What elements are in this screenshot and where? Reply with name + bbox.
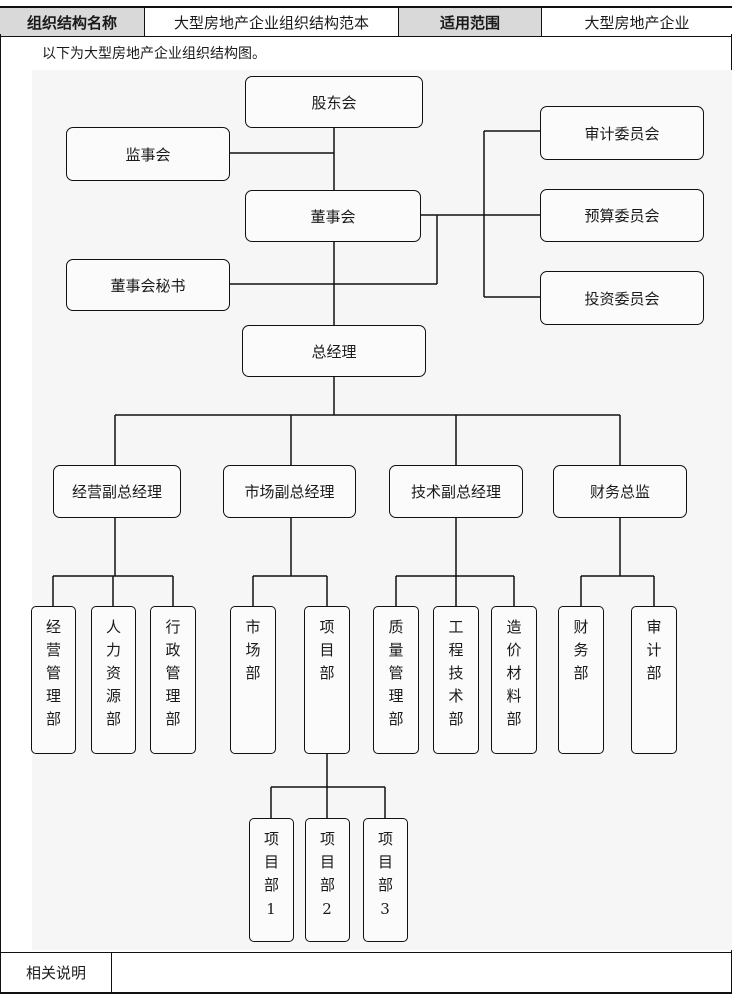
- node-audit-committee: 审计委员会: [540, 106, 704, 160]
- scope-label: 适用范围: [398, 8, 541, 36]
- node-dept-finance: 财务部: [558, 606, 604, 754]
- dept-quality-label: 质量管理部: [386, 619, 405, 734]
- node-vp-technology: 技术副总经理: [389, 465, 523, 518]
- node-dept-engineering: 工程技术部: [433, 606, 479, 754]
- node-board-secretary: 董事会秘书: [66, 259, 230, 311]
- project-2-label: 项目部2: [318, 831, 336, 926]
- node-board: 董事会: [245, 190, 421, 242]
- node-shareholders: 股东会: [245, 76, 423, 128]
- intro-text: 以下为大型房地产企业组织结构图。: [42, 46, 266, 62]
- scope-value: 大型房地产企业: [541, 8, 732, 36]
- node-project-2: 项目部2: [305, 818, 350, 942]
- node-dept-audit: 审计部: [631, 606, 677, 754]
- node-project-3: 项目部3: [363, 818, 408, 942]
- dept-engineering-label: 工程技术部: [446, 619, 465, 734]
- project-3-label: 项目部3: [376, 831, 394, 926]
- node-dept-project: 项目部: [304, 606, 350, 754]
- node-vp-market: 市场副总经理: [223, 465, 356, 518]
- node-supervisors: 监事会: [66, 127, 230, 181]
- node-vp-operations: 经营副总经理: [53, 465, 181, 518]
- related-notes-content: [112, 953, 731, 992]
- node-dept-cost: 造价材料部: [491, 606, 537, 754]
- dept-market-label: 市场部: [243, 619, 262, 688]
- node-investment-committee: 投资委员会: [540, 271, 704, 325]
- structure-name-label: 组织结构名称: [0, 8, 144, 36]
- footer-table: 相关说明: [0, 952, 732, 994]
- node-general-manager: 总经理: [242, 325, 426, 377]
- node-dept-hr: 人力资源部: [91, 606, 136, 754]
- header-table: 组织结构名称 大型房地产企业组织结构范本 适用范围 大型房地产企业: [0, 6, 732, 37]
- dept-hr-label: 人力资源部: [104, 619, 122, 734]
- node-project-1: 项目部1: [249, 818, 294, 942]
- project-1-label: 项目部1: [262, 831, 280, 926]
- dept-project-label: 项目部: [317, 619, 336, 688]
- node-dept-quality: 质量管理部: [373, 606, 419, 754]
- structure-name-value: 大型房地产企业组织结构范本: [144, 8, 398, 36]
- dept-operations-mgmt-label: 经营管理部: [44, 619, 62, 734]
- dept-audit-label: 审计部: [644, 619, 663, 688]
- node-dept-admin: 行政管理部: [150, 606, 196, 754]
- node-dept-operations-mgmt: 经营管理部: [31, 606, 76, 754]
- dept-cost-label: 造价材料部: [504, 619, 523, 734]
- node-dept-market: 市场部: [230, 606, 276, 754]
- dept-admin-label: 行政管理部: [163, 619, 182, 734]
- dept-finance-label: 财务部: [571, 619, 590, 688]
- related-notes-label: 相关说明: [1, 953, 112, 992]
- node-finance-director: 财务总监: [553, 465, 687, 518]
- node-budget-committee: 预算委员会: [540, 189, 704, 242]
